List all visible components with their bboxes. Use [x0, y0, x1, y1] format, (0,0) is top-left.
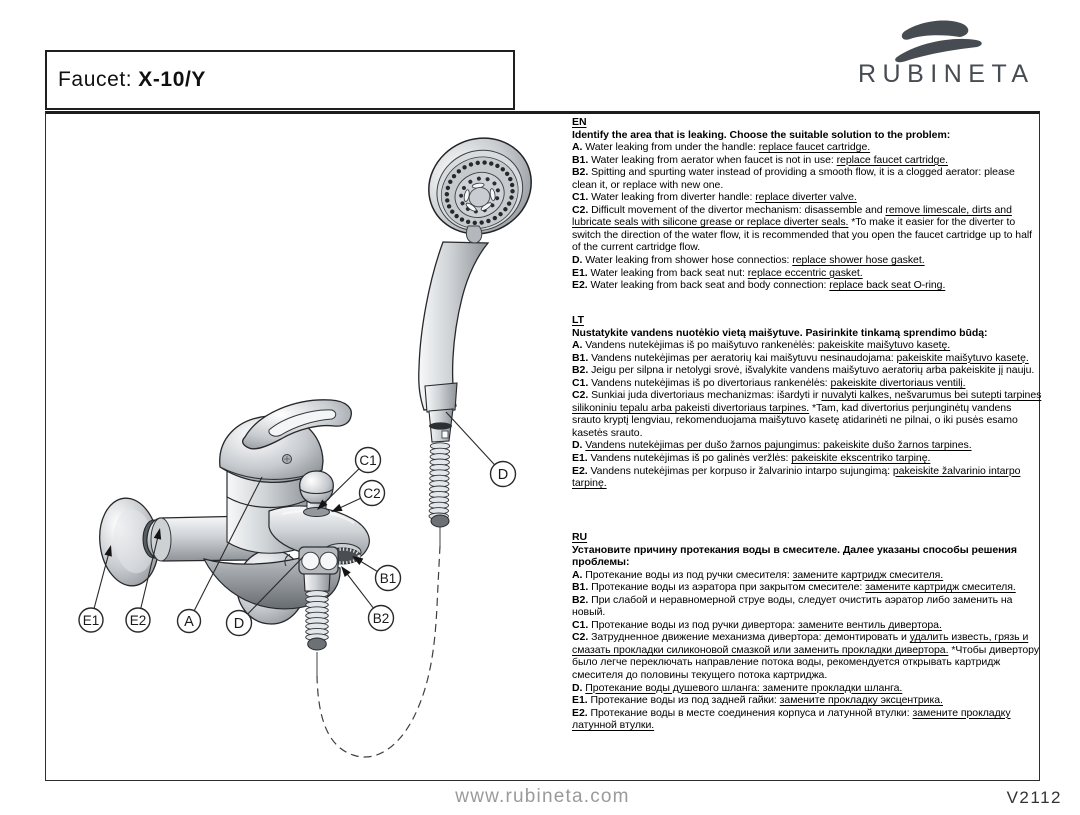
diagram-label-d-body: D — [225, 556, 304, 637]
label-circle — [367, 604, 395, 632]
label-circle — [489, 460, 517, 488]
diagram-label-c2: C2 — [331, 479, 386, 512]
label-letter: B2 — [373, 611, 390, 626]
troubleshoot-item-en-a: A. Water leaking from under the handle: … — [572, 141, 871, 154]
leader-arrow — [104, 545, 112, 557]
troubleshoot-item-lt-c2: C2. Sunkiai juda divertoriaus mechanizma… — [572, 389, 1042, 439]
troubleshoot-item-lt-d: D. Vandens nutekėjimas per dušo žarnos p… — [572, 439, 972, 452]
leader-line — [445, 411, 495, 466]
footer-website: www.rubineta.com — [455, 786, 630, 807]
faucet-body-illustration — [99, 399, 370, 651]
leader-line — [247, 556, 304, 615]
label-circle — [125, 607, 151, 633]
troubleshoot-item-en-b2: B2. Spitting and spurting water instead … — [572, 166, 1015, 191]
label-circle — [225, 609, 253, 637]
diagram-label-b2: B2 — [341, 566, 395, 632]
label-circle — [78, 607, 104, 633]
troubleshoot-item-ru-a: A. Протекание воды из под ручки смесител… — [572, 568, 944, 581]
troubleshoot-item-en-d: D. Water leaking from shower hose connec… — [572, 254, 925, 267]
section-heading: Nustatykite vandens nuotėkio vietą maišy… — [572, 326, 988, 339]
troubleshoot-item-lt-e2: E2. Vandens nutekėjimas per korpuso ir ž… — [572, 464, 1021, 490]
label-letter: C2 — [363, 486, 380, 501]
troubleshoot-item-en-e2: E2. Water leaking from back seat and bod… — [572, 279, 946, 292]
label-circle — [358, 479, 386, 507]
leader-arrow — [317, 499, 328, 510]
troubleshoot-item-ru-b1: B1. Протекание воды из аэратора при закр… — [572, 581, 1016, 594]
language-code: EN — [572, 116, 587, 128]
troubleshoot-item-lt-b1: B1. Vandens nutekėjimas per aeratorių ka… — [572, 351, 1029, 364]
troubleshoot-item-en-b1: B1. Water leaking from aerator when fauc… — [572, 153, 949, 166]
troubleshoot-item-en-e1: E1. Water leaking from back seat nut: re… — [572, 266, 863, 279]
diagram-label-b1: B1 — [352, 556, 402, 592]
section-heading: Identify the area that is leaking. Choos… — [572, 128, 951, 141]
troubleshoot-item-ru-e2: E2. Протекание воды в месте соединения к… — [572, 706, 1011, 732]
troubleshoot-item-lt-a: A. Vandens nutekėjimas iš po maišytuvo r… — [572, 339, 951, 352]
troubleshoot-item-lt-c1: C1. Vandens nutekėjimas iš po divertoria… — [572, 376, 966, 389]
leader-line — [193, 476, 263, 611]
diagram-label-c1: C1 — [317, 446, 382, 510]
shower-head-clip — [465, 225, 483, 244]
diagram-label-a: A — [176, 476, 263, 634]
leader-line — [93, 550, 110, 609]
shower-hose-illustration — [316, 382, 458, 758]
label-letter: C1 — [359, 453, 376, 468]
leader-line — [140, 533, 160, 609]
diagram-label-e2: E2 — [125, 528, 162, 633]
troubleshoot-item-lt-e1: E1. Vandens nutekėjimas iš po galinės ve… — [572, 452, 931, 465]
leader-arrow — [331, 503, 343, 512]
troubleshoot-item-en-c1: C1. Water leaking from diverter handle: … — [572, 191, 857, 204]
section-heading: Установите причину протекания воды в сме… — [572, 543, 1017, 569]
page-title-label: Faucet: — [58, 68, 133, 91]
label-letter: A — [184, 614, 194, 630]
wall-flange-upper — [99, 497, 159, 587]
troubleshoot-item-ru-d: D. Протекание воды душевого шланга: заме… — [572, 681, 903, 694]
title-box: Faucet: X-10/Y — [45, 50, 515, 110]
diagram-label-d-hose: D — [445, 411, 517, 488]
label-letter: D — [234, 616, 244, 632]
label-letter: E1 — [83, 613, 100, 628]
language-code: LT — [572, 314, 584, 326]
brand-name: RUBINETA — [858, 60, 1035, 88]
content-frame — [45, 111, 1040, 781]
mixer-handle-dome — [219, 415, 324, 484]
brand-swoosh-icon — [895, 20, 982, 63]
troubleshoot-item-ru-e1: E1. Протекание воды из под задней гайки:… — [572, 694, 943, 707]
language-code: RU — [572, 531, 588, 543]
troubleshoot-item-ru-c1: C1. Протекание воды из под ручки диверто… — [572, 618, 942, 631]
leader-line — [344, 570, 374, 609]
leader-arrow — [153, 528, 162, 540]
footer-version-code: V2112 — [1006, 788, 1062, 807]
diagram-label-e1: E1 — [78, 545, 112, 633]
troubleshoot-item-en-c2: C2. Difficult movement of the divertor m… — [572, 203, 1033, 254]
label-letter: B1 — [380, 571, 397, 586]
label-circle — [374, 564, 402, 592]
troubleshoot-item-ru-c2: C2. Затрудненное движение механизма диве… — [572, 631, 1040, 682]
leader-arrow — [341, 566, 351, 578]
label-circle — [354, 446, 382, 474]
hand-shower-illustration — [418, 137, 532, 411]
troubleshoot-item-lt-b2: B2. Jeigu per silpna ir netolygi srovė, … — [572, 364, 1035, 377]
leader-line — [320, 468, 360, 507]
troubleshoot-item-ru-b2: B2. При слабой и неравномерной струе вод… — [572, 593, 1013, 619]
label-letter: D — [498, 467, 508, 483]
hose-continuation-dashed — [316, 545, 441, 758]
label-circle — [176, 608, 202, 634]
leader-arrow — [352, 556, 364, 565]
label-letter: E2 — [130, 613, 147, 628]
shower-head-face — [428, 137, 532, 235]
page-title-model: X-10/Y — [138, 68, 207, 91]
